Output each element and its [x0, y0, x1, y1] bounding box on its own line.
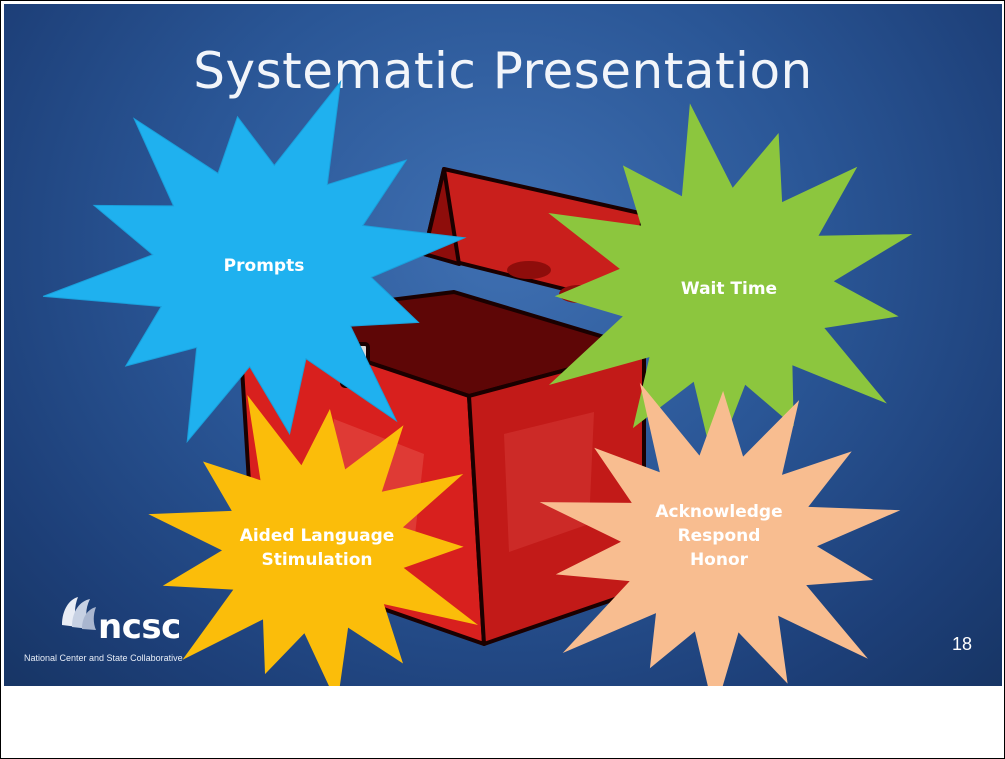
slide-artwork: [42, 79, 913, 686]
ncsc-logo-icon: [62, 597, 96, 630]
slide: Systematic Presentation Prom: [4, 4, 1002, 686]
acknowledge-line3: Honor: [689, 550, 749, 570]
wait-time-burst-shape: [548, 103, 913, 467]
ncsc-logo-wordmark: ncsc: [98, 607, 181, 647]
acknowledge-label: Acknowledge Respond Honor: [634, 500, 804, 572]
aided-language-label: Aided Language Stimulation: [222, 524, 412, 572]
slide-page-number: 18: [952, 634, 973, 654]
ncsc-logo-tagline: National Center and State Collaborative: [24, 653, 183, 663]
prompts-burst-shape: [42, 79, 467, 444]
acknowledge-line2: Respond: [677, 526, 761, 546]
aided-language-line1: Aided Language: [239, 526, 395, 546]
acknowledge-burst-shape: [539, 382, 901, 686]
aided-language-line2: Stimulation: [261, 550, 373, 570]
slide-title: Systematic Presentation: [193, 42, 813, 100]
prompts-label: Prompts: [223, 256, 305, 276]
acknowledge-line1: Acknowledge: [655, 502, 783, 522]
wait-time-label: Wait Time: [680, 279, 778, 299]
aided-language-burst-shape: [148, 395, 478, 686]
